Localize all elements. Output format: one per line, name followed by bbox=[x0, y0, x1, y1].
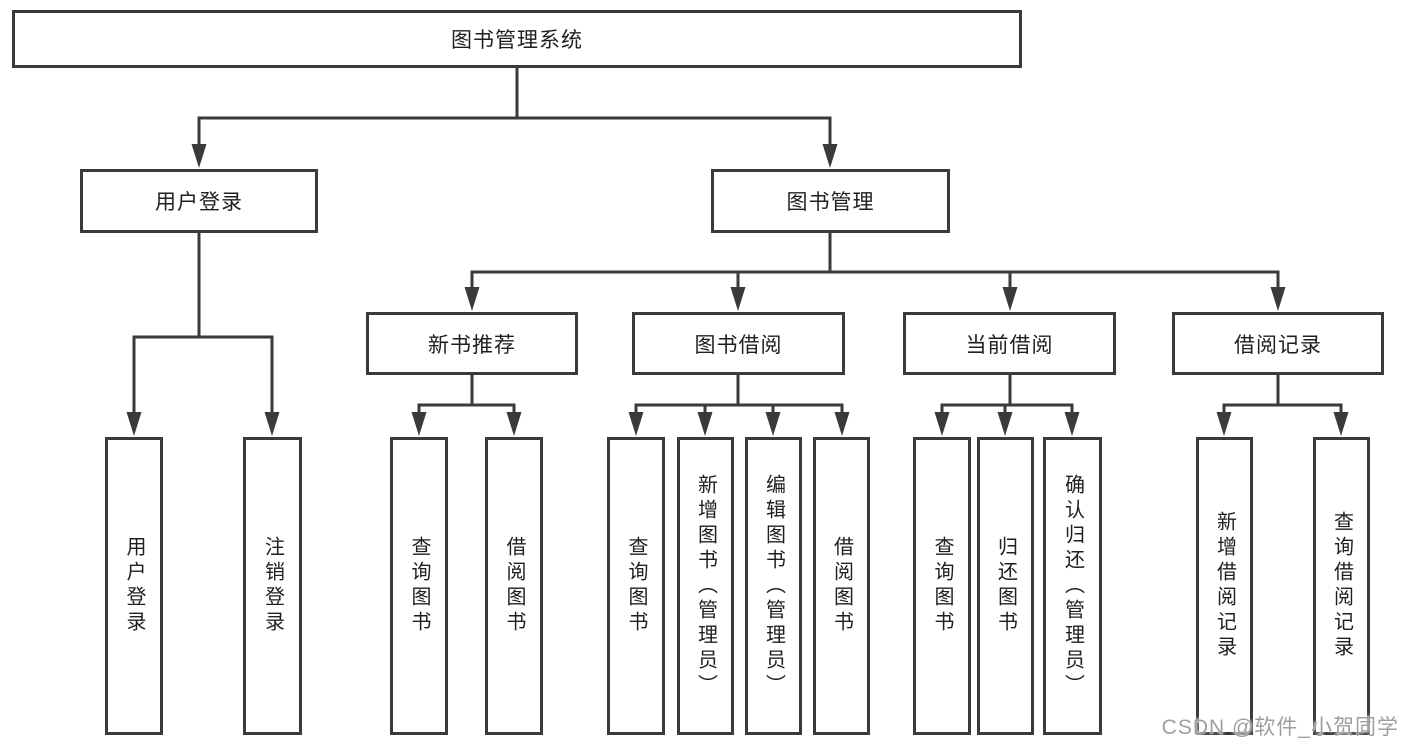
leaf-return-book-label: 归还图书 bbox=[994, 536, 1017, 636]
leaf-query-books-borrowing: 查询图书 bbox=[607, 437, 665, 735]
node-book-borrowing: 图书借阅 bbox=[632, 312, 845, 375]
leaf-query-books-current-label: 查询图书 bbox=[931, 536, 953, 636]
leaf-add-book-admin: 新增图书（管理员） bbox=[677, 437, 734, 735]
leaf-query-books-current: 查询图书 bbox=[913, 437, 971, 735]
leaf-borrow-books-recommend-label: 借阅图书 bbox=[503, 536, 525, 636]
leaf-logout: 注销登录 bbox=[243, 437, 302, 735]
leaf-borrow-books-recommend: 借阅图书 bbox=[485, 437, 543, 735]
leaf-user-login: 用户登录 bbox=[105, 437, 163, 735]
node-new-book-recommend: 新书推荐 bbox=[366, 312, 578, 375]
leaf-add-book-admin-label: 新增图书（管理员） bbox=[694, 473, 717, 699]
leaf-query-borrow-record-label: 查询借阅记录 bbox=[1330, 511, 1353, 661]
leaf-query-books-borrowing-label: 查询图书 bbox=[625, 536, 647, 636]
node-borrowing-records: 借阅记录 bbox=[1172, 312, 1384, 375]
leaf-borrow-books-borrowing-label: 借阅图书 bbox=[830, 536, 853, 636]
leaf-edit-book-admin-label: 编辑图书（管理员） bbox=[762, 473, 785, 699]
leaf-query-books-recommend-label: 查询图书 bbox=[408, 536, 430, 636]
node-book-management: 图书管理 bbox=[711, 169, 950, 233]
leaf-add-borrow-record: 新增借阅记录 bbox=[1196, 437, 1253, 735]
node-user-login: 用户登录 bbox=[80, 169, 318, 233]
leaf-add-borrow-record-label: 新增借阅记录 bbox=[1213, 511, 1236, 661]
leaf-edit-book-admin: 编辑图书（管理员） bbox=[745, 437, 802, 735]
node-current-borrowing: 当前借阅 bbox=[903, 312, 1116, 375]
leaf-confirm-return-admin-label: 确认归还（管理员） bbox=[1061, 473, 1084, 699]
node-library-management-system: 图书管理系统 bbox=[12, 10, 1022, 68]
leaf-logout-label: 注销登录 bbox=[261, 536, 284, 636]
leaf-borrow-books-borrowing: 借阅图书 bbox=[813, 437, 870, 735]
watermark: CSDN @软件_小贺同学 bbox=[1161, 716, 1399, 739]
leaf-confirm-return-admin: 确认归还（管理员） bbox=[1043, 437, 1102, 735]
leaf-return-book: 归还图书 bbox=[977, 437, 1034, 735]
leaf-user-login-label: 用户登录 bbox=[123, 536, 145, 636]
leaf-query-borrow-record: 查询借阅记录 bbox=[1313, 437, 1370, 735]
leaf-query-books-recommend: 查询图书 bbox=[390, 437, 448, 735]
